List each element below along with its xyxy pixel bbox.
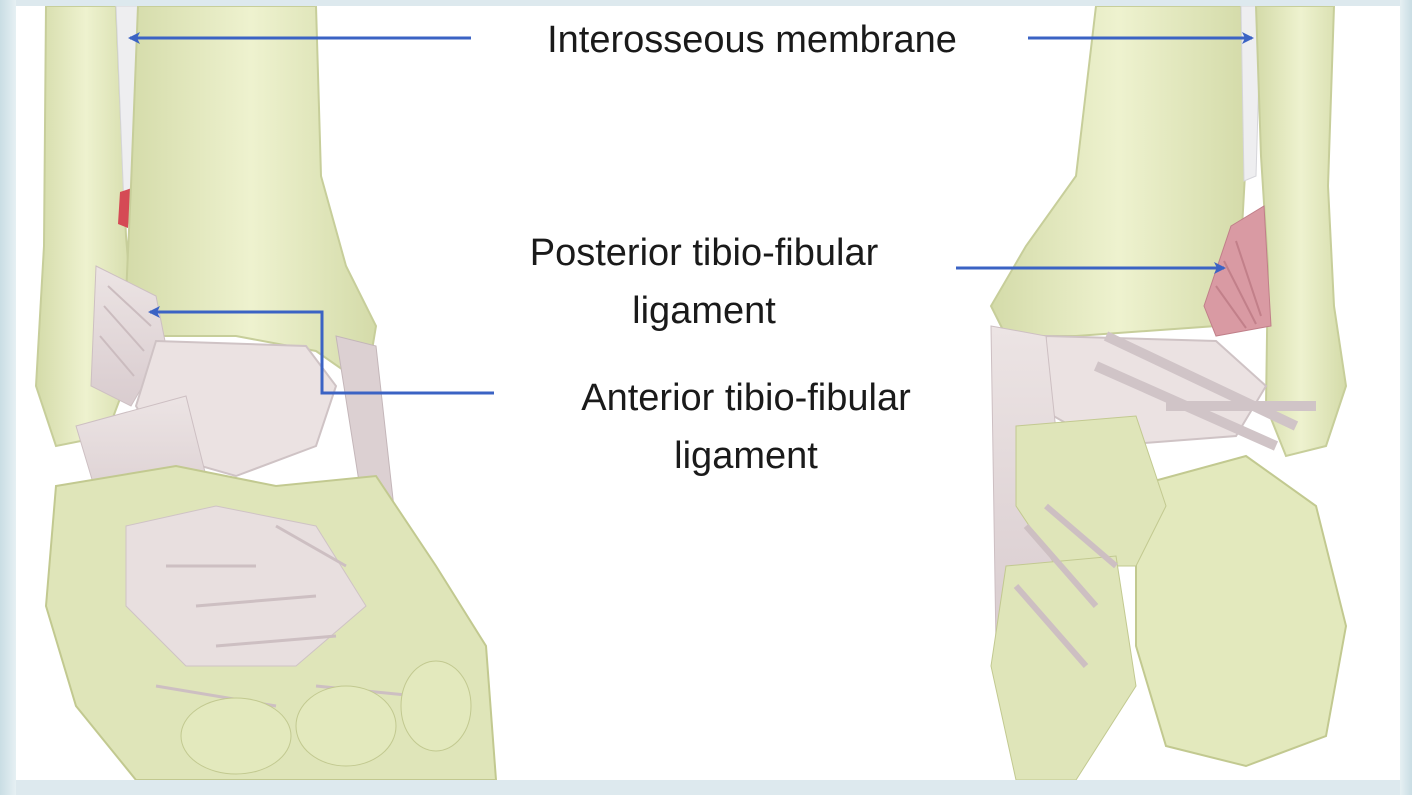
right-tibia: [991, 6, 1246, 336]
label-anterior-line2: ligament: [506, 431, 986, 481]
frame-edge-right: [1400, 0, 1412, 795]
right-ankle-illustration: [991, 6, 1346, 780]
label-interosseous-membrane: Interosseous membrane: [482, 15, 1022, 65]
slide: Interosseous membrane Posterior tibio-fi…: [16, 6, 1400, 780]
label-posterior-line2: ligament: [464, 286, 944, 336]
frame-edge-left: [0, 0, 16, 795]
right-fibula: [1256, 6, 1346, 456]
label-posterior-line1: Posterior tibio-fibular: [464, 228, 944, 278]
left-tibia: [126, 6, 376, 386]
right-calcaneus: [1136, 456, 1346, 766]
label-anterior-line1: Anterior tibio-fibular: [506, 373, 986, 423]
